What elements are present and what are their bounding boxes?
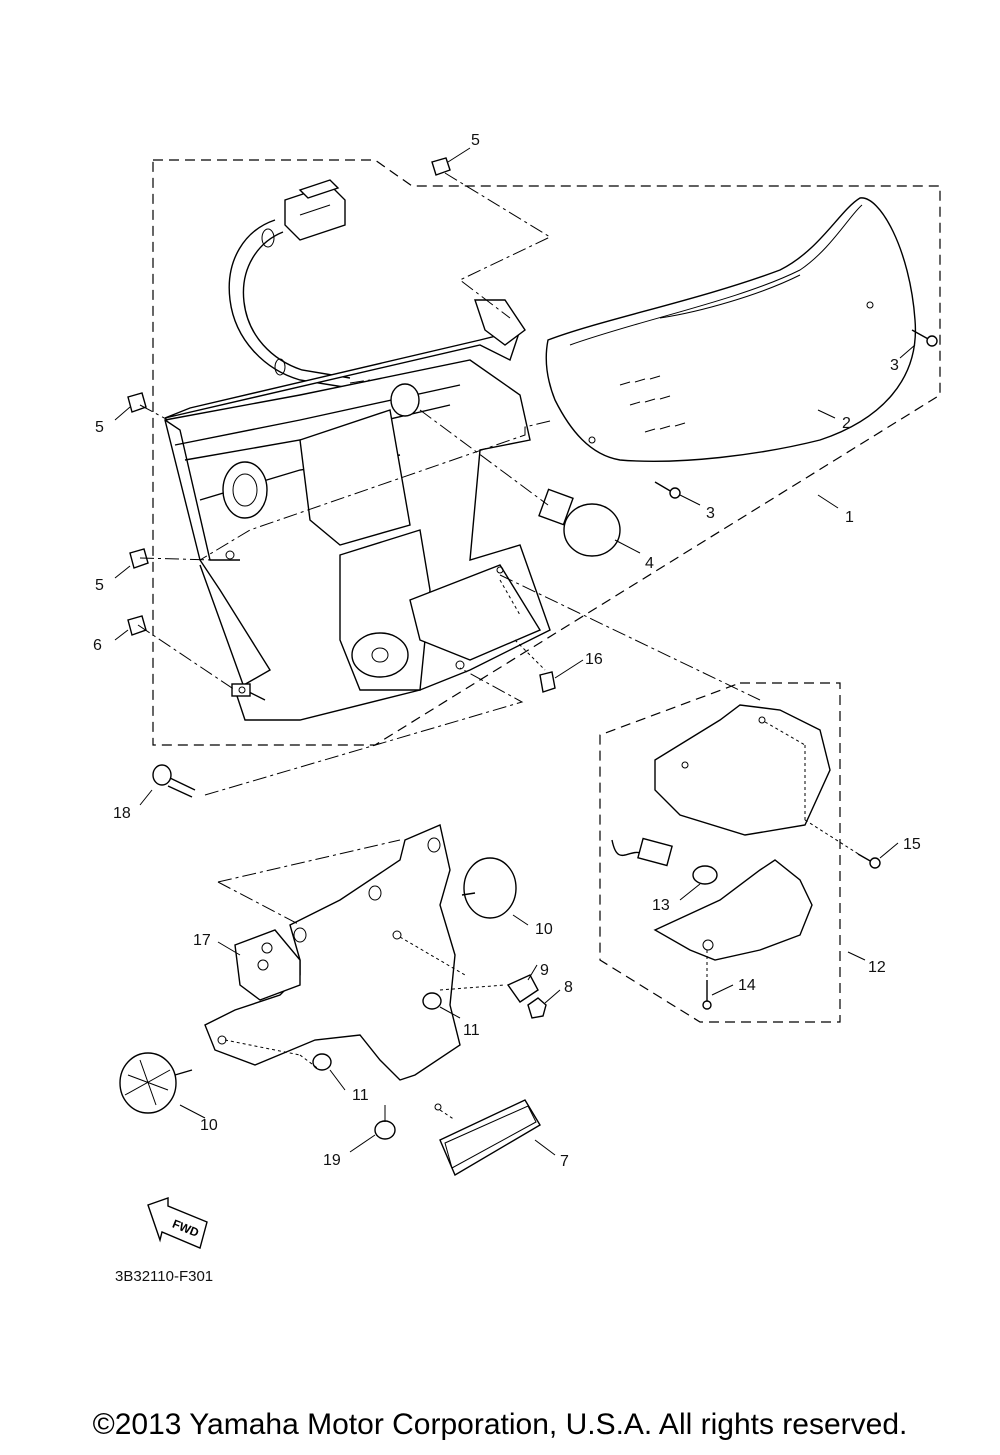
screw-part-14 [702,980,712,1010]
damper-part-19 [374,1105,396,1140]
lamp-base [653,859,813,961]
callout-7: 7 [560,1153,569,1170]
reflector-part-10-left [119,1052,193,1114]
callout-12: 12 [868,959,886,976]
callout-5-top: 5 [471,132,480,149]
nut-part-8 [527,997,547,1019]
callout-18: 18 [113,805,131,822]
callout-13: 13 [652,897,670,914]
callout-9: 9 [540,962,549,979]
reflector-part-7 [439,1099,541,1177]
lamp-cover [654,704,831,836]
clip-part-5-mid [129,548,149,569]
lens-part-2 [545,197,917,462]
screw-part-3-upper [911,329,938,347]
screw-part-15 [857,853,881,869]
callout-5-mid: 5 [95,577,104,594]
assembly-12-boundary [599,682,841,1023]
leader-lines [137,172,861,1121]
socket-part-13 [611,837,718,885]
callout-4: 4 [645,555,654,572]
taillight-housing [164,299,551,721]
drawing-code: 3B32110-F301 [115,1268,214,1285]
clip-part-5-top [431,157,451,176]
callout-11-upper: 11 [463,1022,480,1039]
callout-8: 8 [564,979,573,996]
callout-leaders [114,147,916,1156]
callout-17: 17 [193,932,211,949]
callout-3-upper: 3 [890,357,899,374]
bracket-part-17 [204,824,461,1111]
bulb-part-4 [538,488,621,557]
copyright-notice: ©2013 Yamaha Motor Corporation, U.S.A. A… [92,1408,908,1441]
forward-arrow-icon: FWD [147,1197,208,1249]
assembly-1-boundary [152,159,941,746]
clip-part-5-left [127,392,147,413]
callout-1: 1 [845,509,854,526]
reflector-part-10-right [461,857,517,919]
callout-6: 6 [93,637,102,654]
clip-part-16 [539,671,556,693]
callout-19: 19 [323,1152,341,1169]
callout-10-left: 10 [200,1117,218,1134]
callout-5-left: 5 [95,419,104,436]
callout-15: 15 [903,836,921,853]
connector-plug [284,179,346,241]
clip-part-6 [127,615,147,636]
screw-part-3-lower [654,481,681,499]
callout-14: 14 [738,977,756,994]
exploded-parts-diagram: 1 2 3 3 4 5 5 5 6 7 8 9 10 10 11 11 12 1… [93,132,941,1249]
callout-10-right: 10 [535,921,553,938]
collar-part-11-lower [312,1053,332,1071]
collar-part-11-upper [422,992,442,1010]
callout-2: 2 [842,415,851,432]
callout-3-lower: 3 [706,505,715,522]
callout-numbers: 1 2 3 3 4 5 5 5 6 7 8 9 10 10 11 11 12 1… [93,132,921,1170]
grommet-part-9 [506,974,539,1003]
wiring-harness [228,219,351,389]
bolt-part-18 [152,764,196,798]
callout-16: 16 [585,651,603,668]
callout-11-lower: 11 [352,1087,369,1104]
